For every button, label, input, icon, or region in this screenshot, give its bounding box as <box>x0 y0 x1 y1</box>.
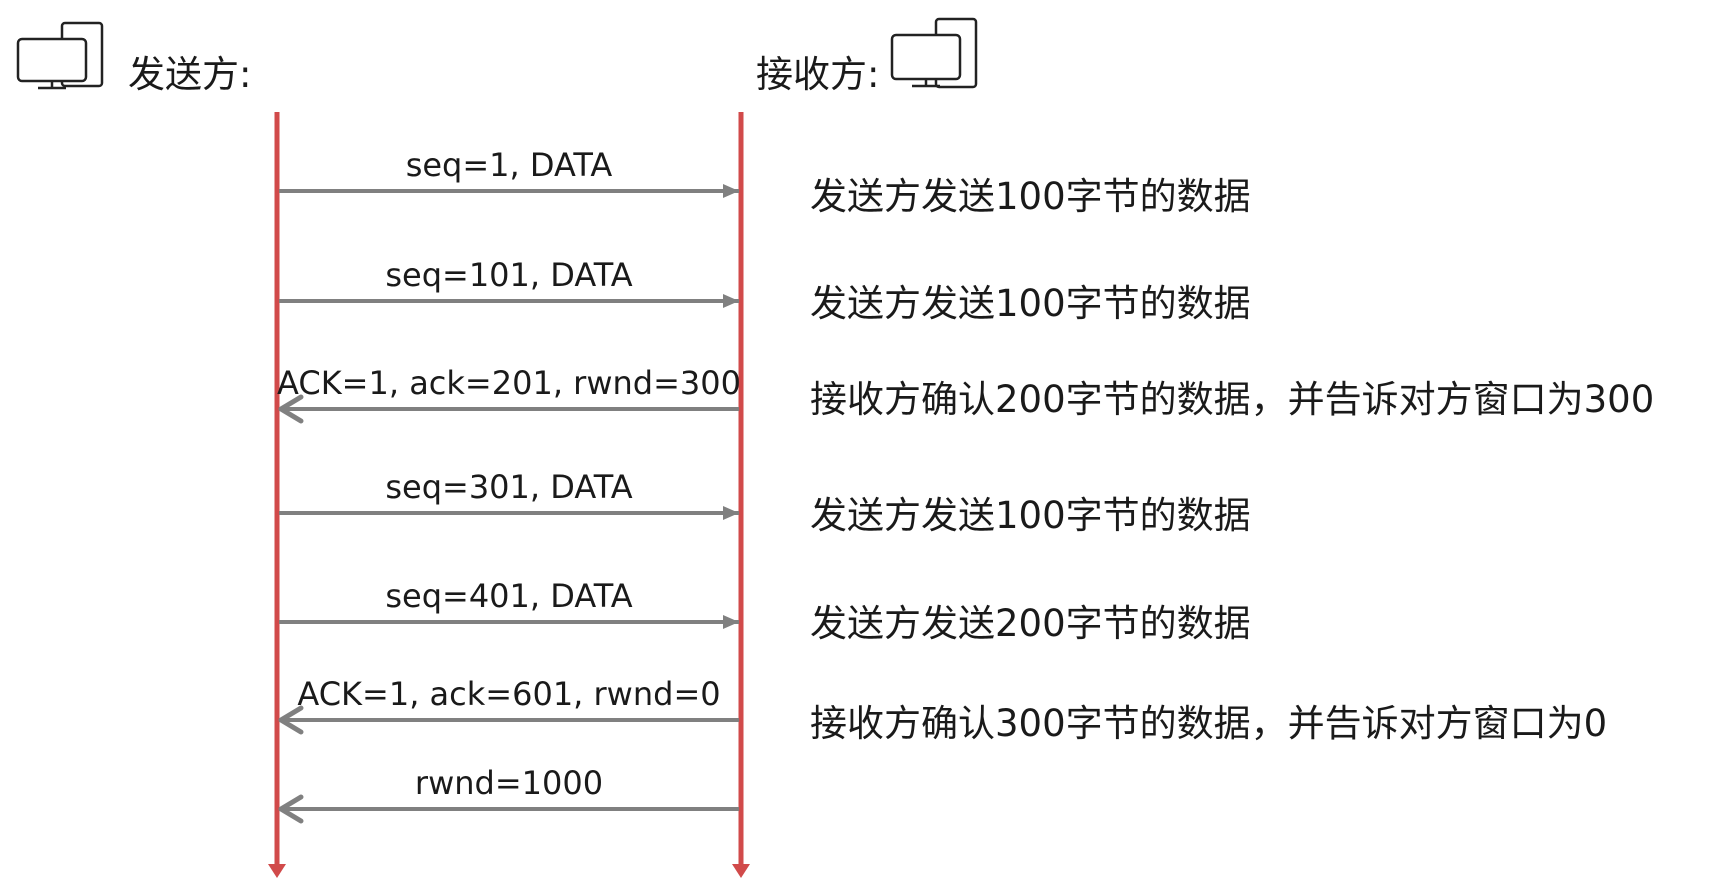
arrowhead <box>723 615 739 629</box>
message-note: 发送方发送100字节的数据 <box>810 494 1251 537</box>
receiver-lifeline-arrowhead <box>732 864 750 878</box>
message-label: rwnd=1000 <box>414 764 604 802</box>
message-note: 发送方发送100字节的数据 <box>810 175 1251 218</box>
sender-lifeline-arrowhead <box>268 864 286 878</box>
message-arrow <box>278 705 739 735</box>
message-arrow <box>278 394 739 424</box>
message-note: 接收方确认300字节的数据，并告诉对方窗口为0 <box>810 702 1608 745</box>
computer-icon <box>890 17 978 89</box>
message-label: seq=101, DATA <box>385 256 633 294</box>
message-arrow <box>279 506 739 520</box>
arrowhead <box>723 506 739 520</box>
arrowhead <box>723 294 739 308</box>
arrowhead <box>278 794 304 824</box>
message-note: 发送方发送200字节的数据 <box>810 602 1251 645</box>
message-arrow <box>278 794 739 824</box>
message-note: 接收方确认200字节的数据，并告诉对方窗口为300 <box>810 378 1655 421</box>
message-label: seq=301, DATA <box>385 468 633 506</box>
message-arrow <box>279 294 739 308</box>
arrowhead <box>278 705 304 735</box>
message-label: ACK=1, ack=201, rwnd=300 <box>277 364 741 402</box>
arrowhead <box>723 184 739 198</box>
arrowhead <box>278 394 304 424</box>
message-label: ACK=1, ack=601, rwnd=0 <box>297 675 721 713</box>
message-note: 发送方发送100字节的数据 <box>810 282 1251 325</box>
message-arrow <box>279 184 739 198</box>
message-arrow <box>279 615 739 629</box>
receiver-label: 接收方: <box>756 53 880 96</box>
sender-label: 发送方: <box>128 53 252 96</box>
computer-icon <box>16 21 104 90</box>
message-label: seq=401, DATA <box>385 577 633 615</box>
message-label: seq=1, DATA <box>405 146 613 184</box>
